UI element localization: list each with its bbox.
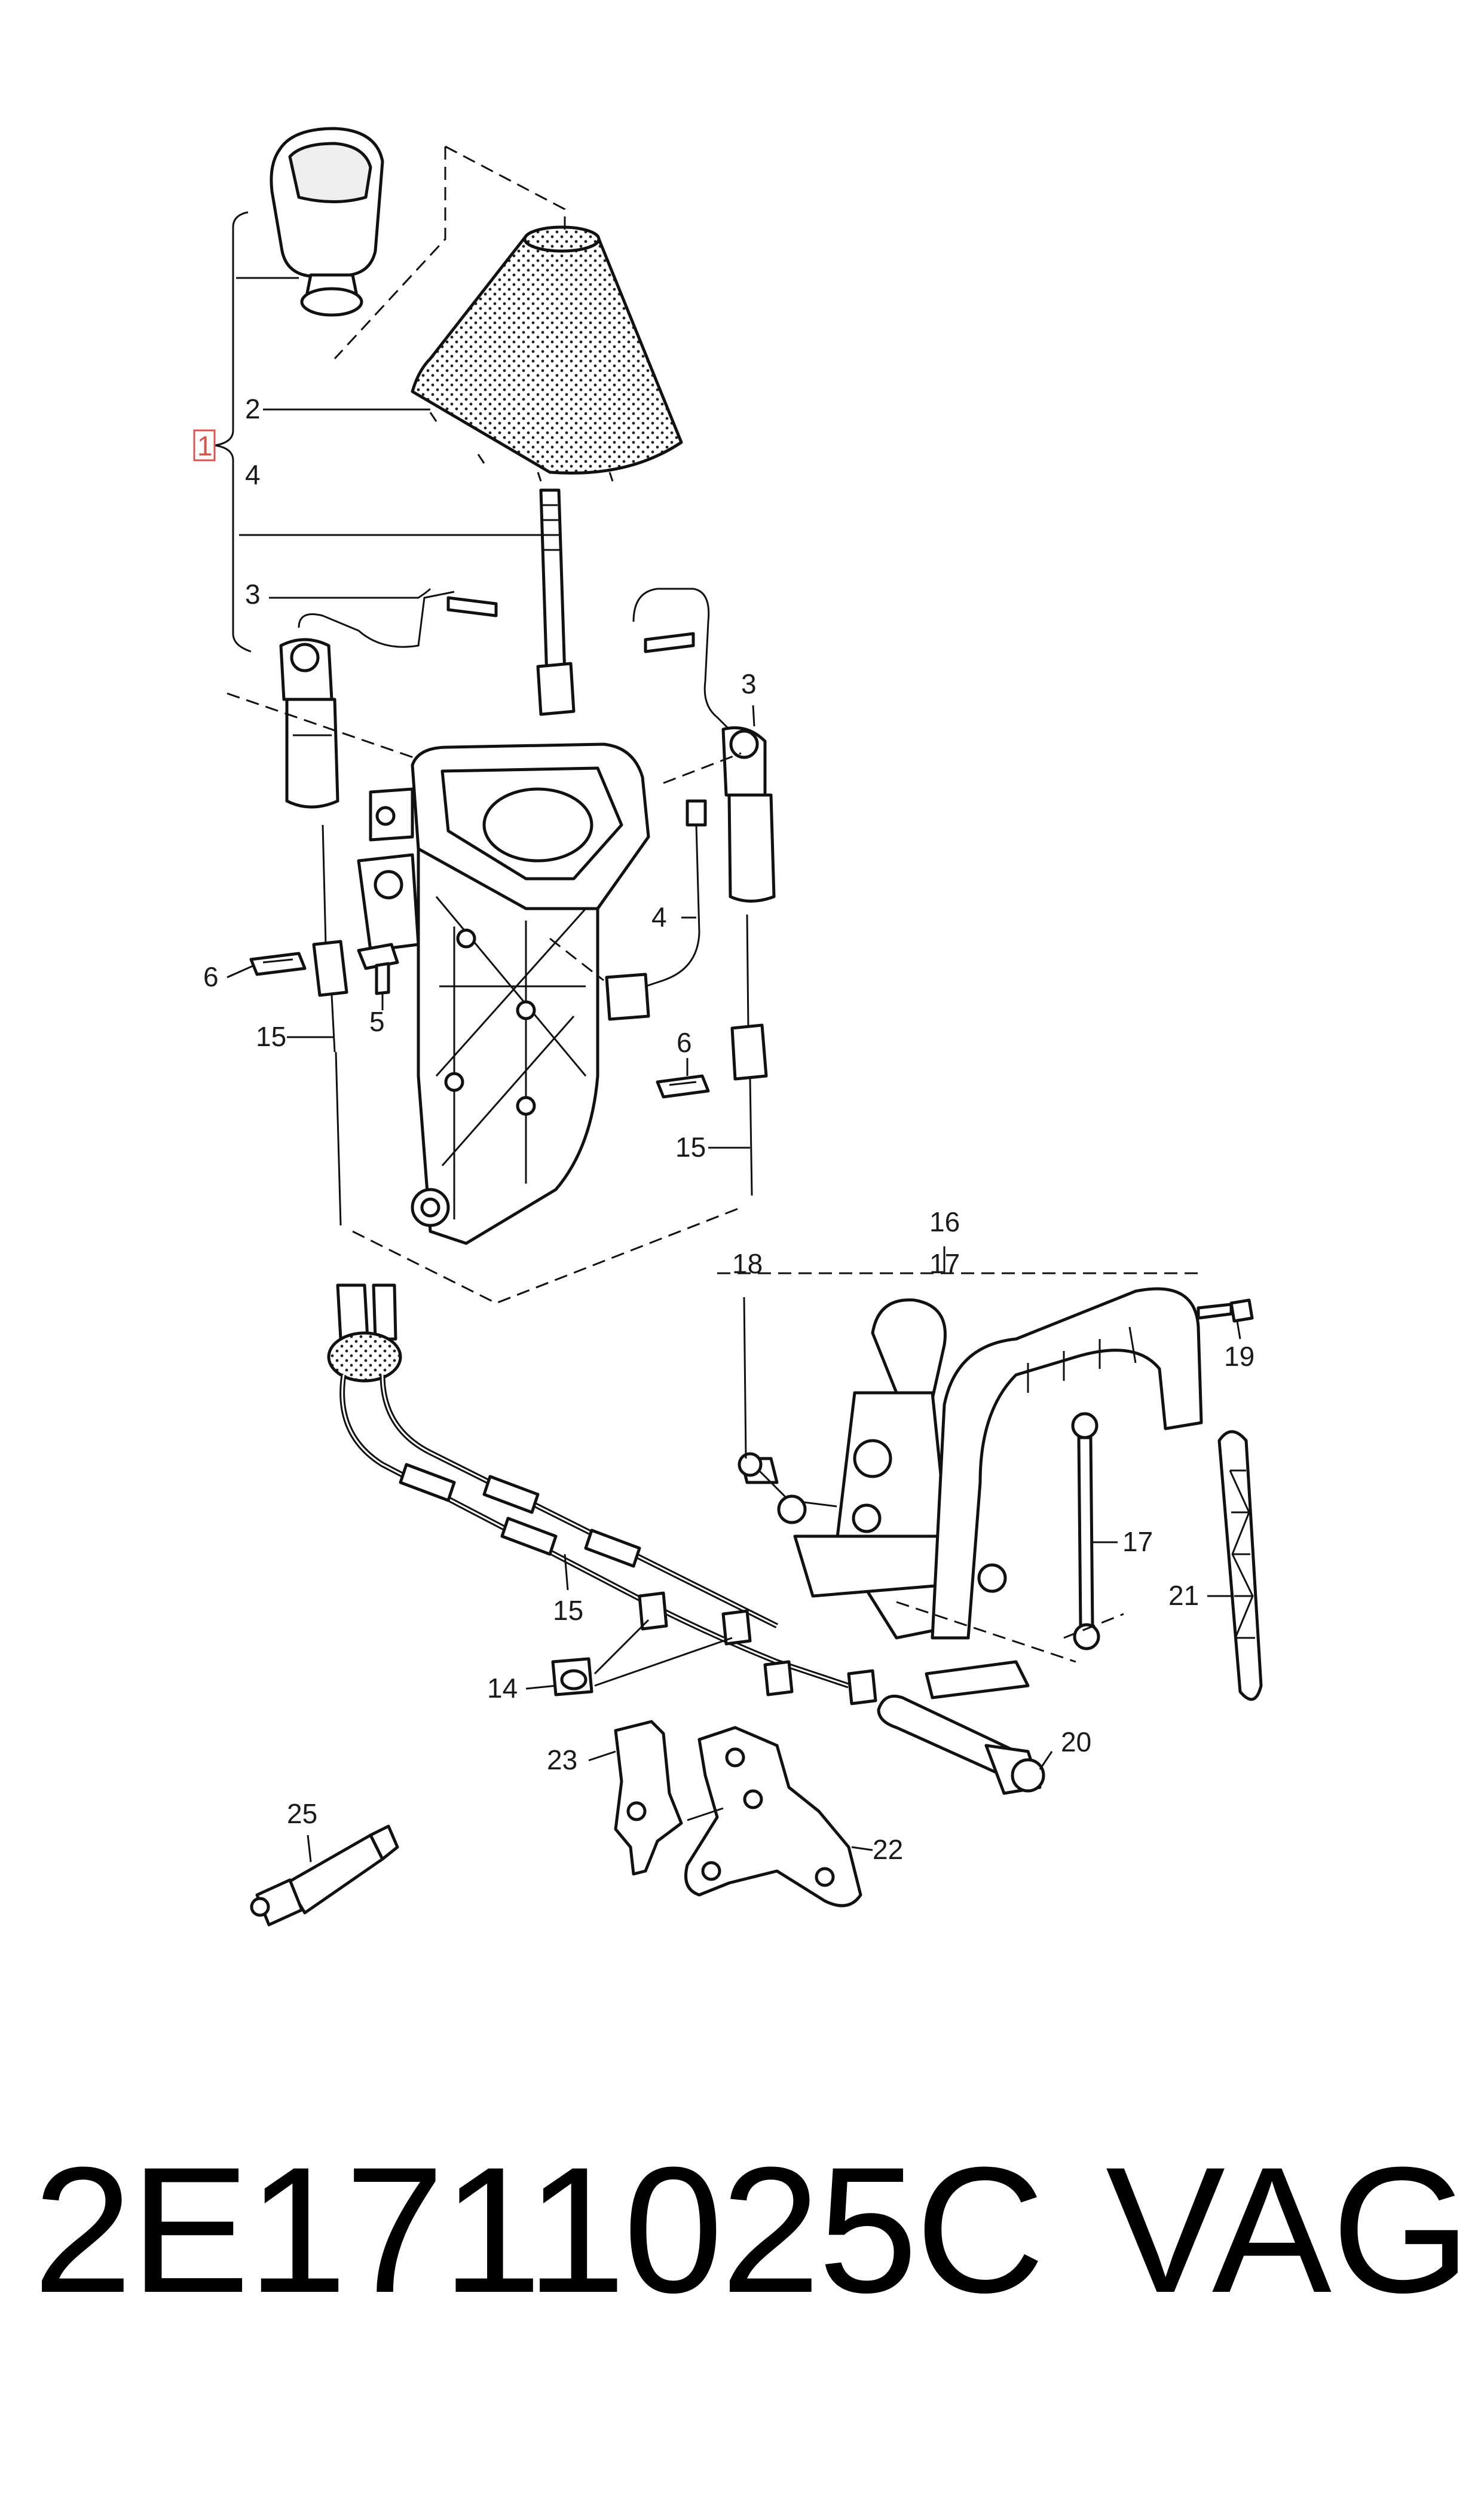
- wiring-harness: [549, 799, 707, 1021]
- callout-15-left: 15: [256, 1021, 286, 1052]
- bracket-23: [614, 1720, 683, 1876]
- shift-lever-rod: [536, 488, 576, 716]
- retaining-clip-left: [249, 952, 307, 976]
- callout-6-left: 6: [203, 961, 219, 992]
- callout-17-rod: 17: [1122, 1526, 1153, 1557]
- callout-15-right: 15: [675, 1132, 706, 1163]
- link-rod: [1063, 1412, 1124, 1650]
- callout-21: 21: [1168, 1580, 1199, 1611]
- callout-5: 5: [369, 1006, 385, 1037]
- gear-knob: [270, 127, 384, 317]
- callout-20: 20: [1061, 1726, 1091, 1757]
- gear-selector-mechanism: [717, 1272, 1203, 1699]
- callout-23: 23: [547, 1744, 577, 1775]
- callout-1-highlight: [193, 429, 216, 461]
- cable-end-right: [632, 588, 776, 903]
- cable-clamp: [551, 1591, 877, 1705]
- callout-3-left: 3: [245, 579, 261, 610]
- part-number: 2E1711025C: [33, 2129, 1045, 2330]
- callout-19: 19: [1224, 1341, 1254, 1372]
- callout-25: 25: [287, 1798, 317, 1829]
- retaining-clip-right: [656, 1074, 710, 1099]
- damper: [877, 1695, 1045, 1795]
- callout-17-top: 17: [929, 1248, 960, 1279]
- callout-22: 22: [873, 1834, 903, 1865]
- bolt-19: [1197, 1298, 1254, 1323]
- callout-3-right: 3: [741, 668, 757, 699]
- callout-14: 14: [487, 1673, 518, 1704]
- callout-16: 16: [929, 1206, 960, 1237]
- callout-15-bottom: 15: [553, 1595, 583, 1626]
- shift-cable-right: [730, 914, 768, 1196]
- callout-1: 1: [197, 430, 213, 461]
- callout-leaders: [215, 145, 1241, 1863]
- callout-2: 2: [245, 393, 261, 424]
- grease-tube: [250, 1824, 399, 1927]
- brand-label: VAG: [1106, 2129, 1471, 2330]
- callout-6-right: 6: [677, 1027, 692, 1058]
- shift-cable-left: [312, 824, 348, 1226]
- shift-boot: [411, 225, 683, 482]
- callout-4-harness: 4: [651, 901, 667, 933]
- callout-labels: 1 2 4 3 3 4 6 5 15 6 15 16 17 18 19 17 2…: [193, 393, 1254, 1865]
- callout-18: 18: [732, 1248, 763, 1279]
- callout-4: 4: [245, 459, 261, 490]
- mounting-bracket: [684, 1726, 862, 1907]
- gearshift-housing: [227, 692, 742, 1304]
- bolt: [357, 943, 399, 995]
- shift-cable-assembly: [327, 1283, 850, 1689]
- bracket-bar: [1217, 1430, 1263, 1701]
